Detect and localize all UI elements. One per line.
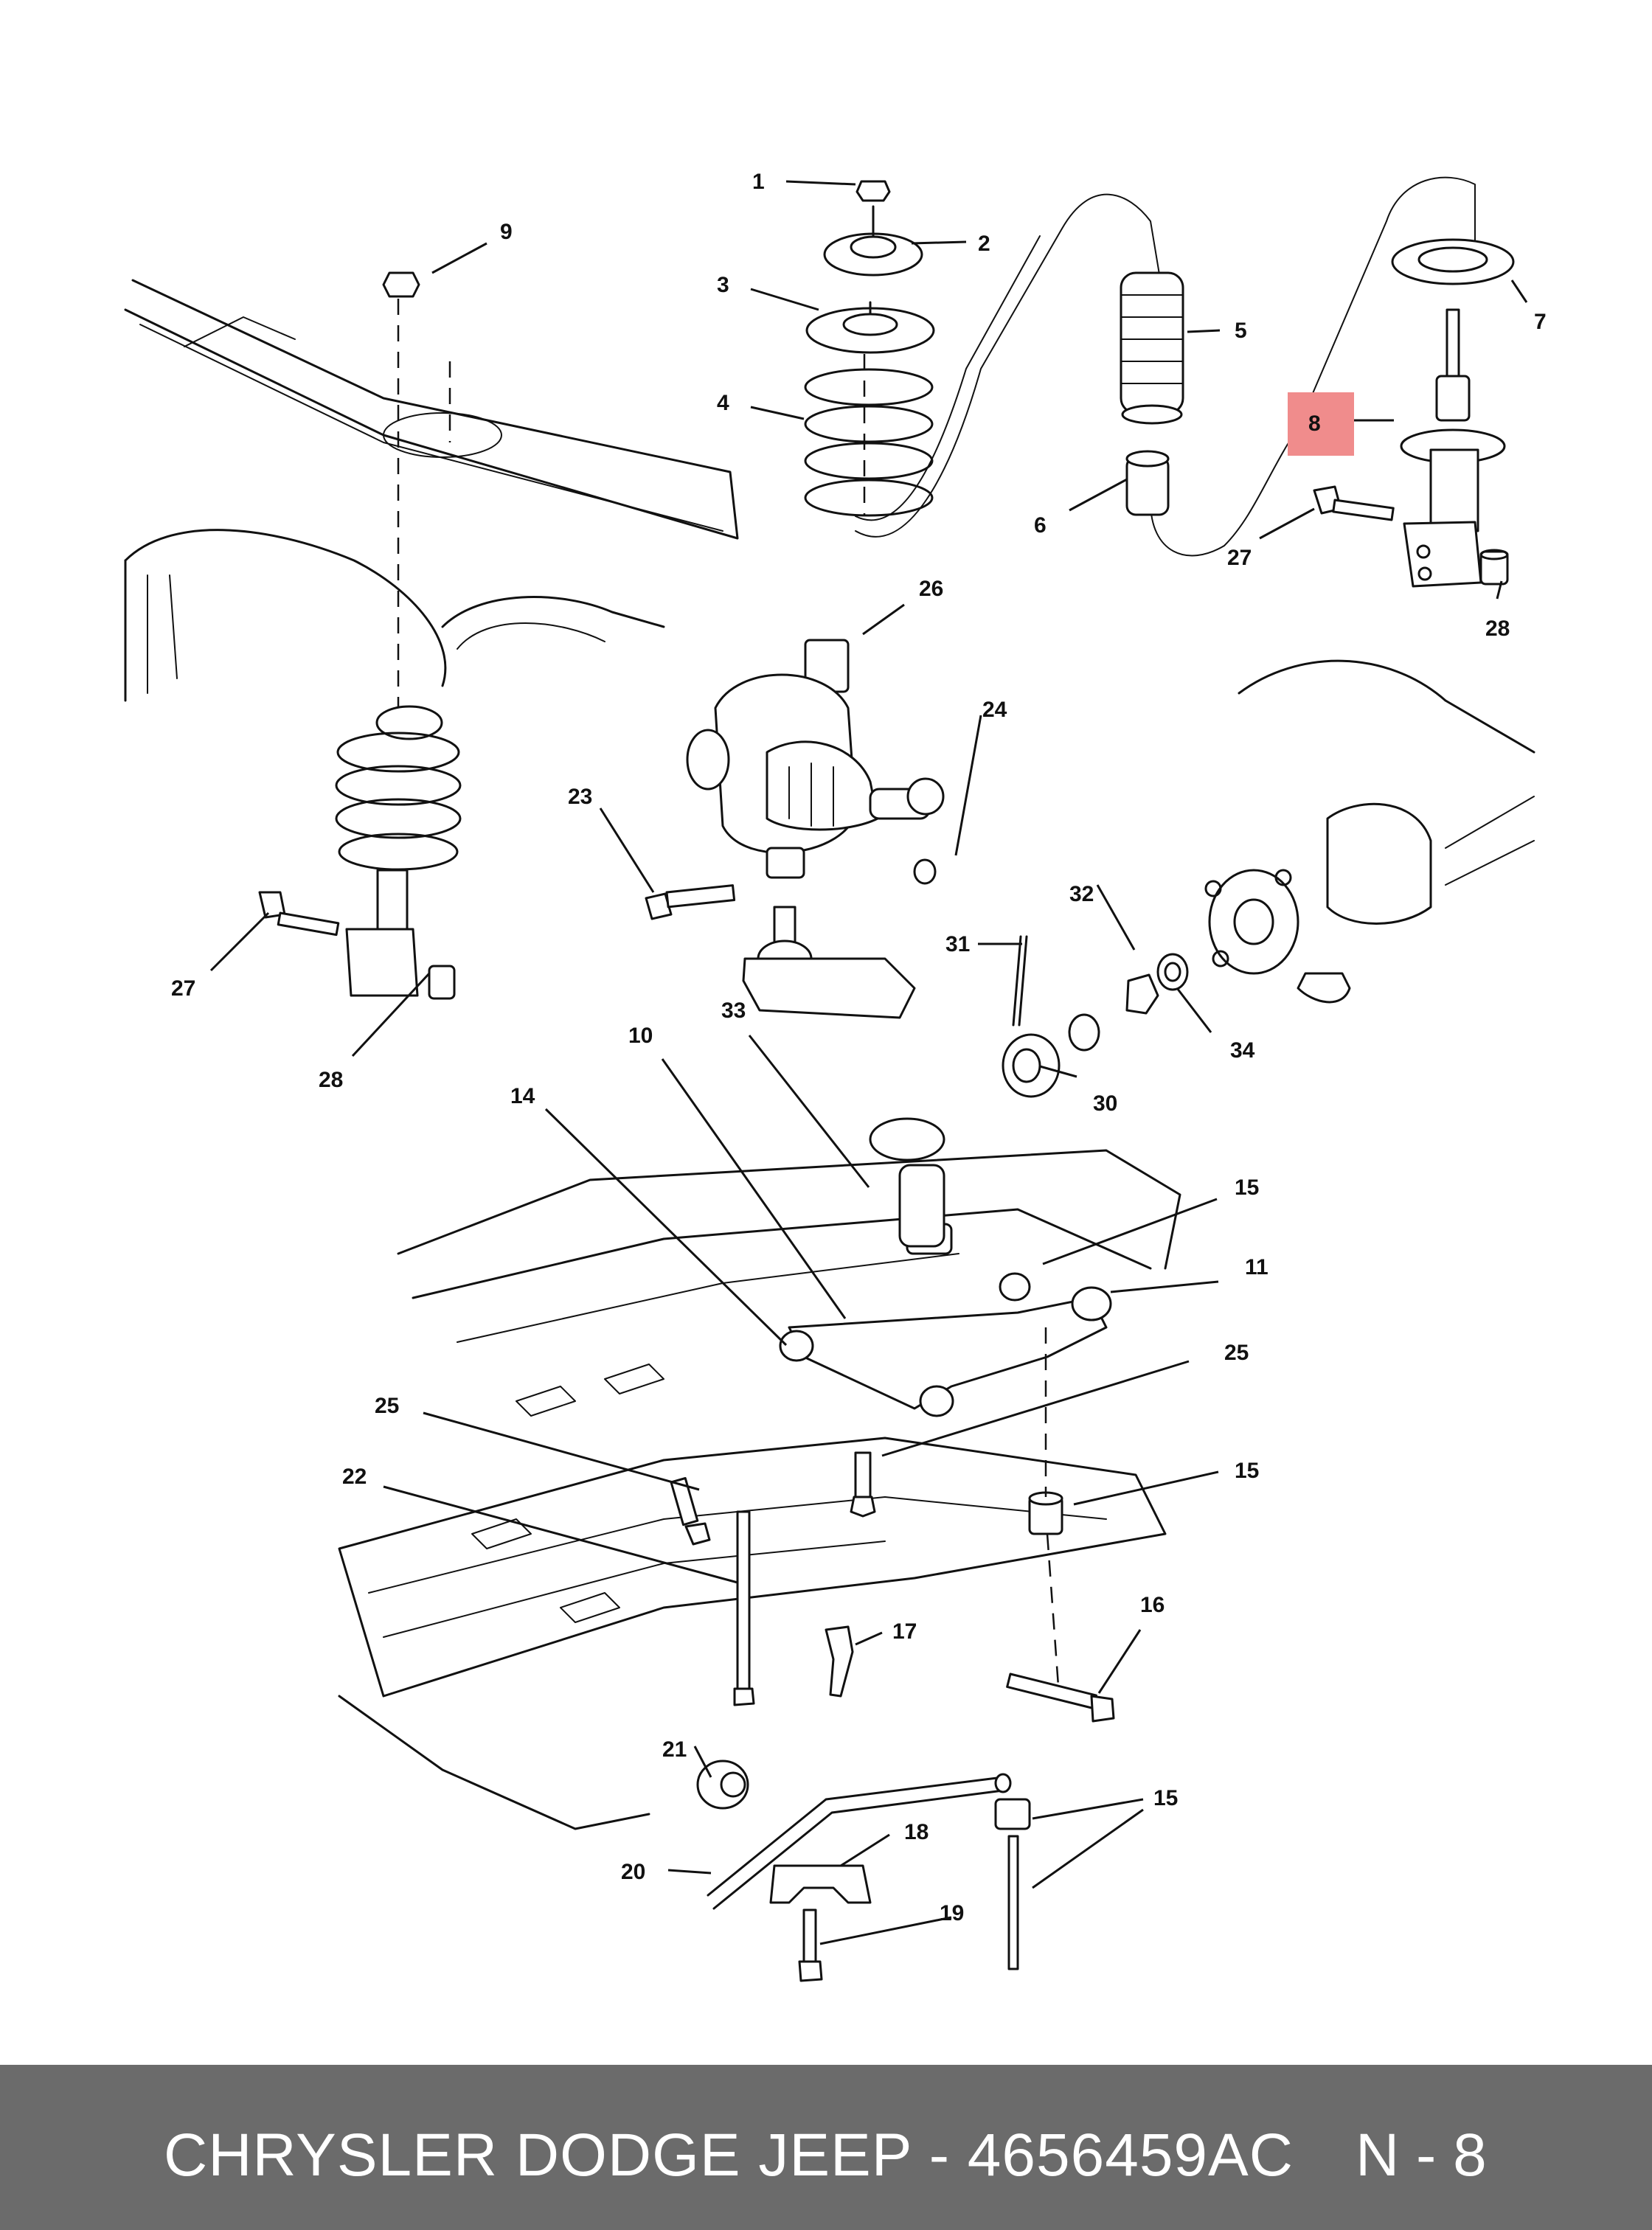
callout-28-a: 28 bbox=[1485, 616, 1510, 641]
suspension-exploded-diagram: 1 2 3 4 5 6 7 8 9 10 11 14 15 15 15 15 1… bbox=[124, 170, 1547, 1982]
callout-18: 18 bbox=[904, 1820, 929, 1844]
callout-25-b: 25 bbox=[375, 1394, 399, 1418]
callout-20: 20 bbox=[621, 1860, 645, 1884]
bushing-retainer-18 bbox=[769, 1864, 872, 1904]
callout-15-b: 15 bbox=[1235, 1459, 1259, 1483]
retainer-bolt-19 bbox=[798, 1908, 823, 1982]
callout-30: 30 bbox=[1093, 1091, 1117, 1116]
lower-control-arm bbox=[779, 1286, 1112, 1417]
callout-9: 9 bbox=[500, 220, 513, 244]
callout-19: 19 bbox=[940, 1901, 964, 1925]
part-title: CHRYSLER DODGE JEEP - 4656459AC bbox=[164, 2122, 1294, 2189]
callout-33: 33 bbox=[721, 998, 746, 1023]
callout-1: 1 bbox=[752, 170, 765, 194]
cradle-bolt-25b bbox=[670, 1476, 711, 1546]
ball-joint-33 bbox=[742, 906, 916, 1019]
nut-24 bbox=[913, 858, 937, 885]
axle-boot-right bbox=[1204, 659, 1535, 1004]
installed-strut bbox=[335, 705, 462, 1000]
isolator-15-mid bbox=[1028, 1327, 1063, 1697]
highlight-box bbox=[1288, 392, 1354, 456]
callout-labels: 1 2 3 4 5 6 7 8 9 10 11 14 15 15 15 15 1… bbox=[171, 170, 1547, 1925]
bushing-21 bbox=[696, 1760, 749, 1810]
fender-wheel-arch bbox=[124, 529, 665, 702]
callout-27-a: 27 bbox=[1227, 546, 1252, 570]
link-22-long-bolt bbox=[733, 1510, 755, 1706]
cable-outline bbox=[855, 176, 1476, 557]
callout-34: 34 bbox=[1230, 1038, 1255, 1063]
callout-3: 3 bbox=[717, 273, 729, 297]
jounce-bumper bbox=[1125, 450, 1170, 516]
strut-mount bbox=[823, 205, 923, 277]
callout-15-a: 15 bbox=[1235, 1175, 1259, 1200]
callout-32: 32 bbox=[1069, 882, 1094, 906]
callout-25-a: 25 bbox=[1224, 1341, 1249, 1365]
strut-assembly bbox=[1400, 308, 1506, 588]
callout-4: 4 bbox=[717, 391, 729, 415]
hub-washer-34 bbox=[1156, 953, 1189, 991]
isolator-15-lower bbox=[994, 1798, 1031, 1970]
upper-strut-nut-9 bbox=[382, 271, 451, 708]
callout-26: 26 bbox=[919, 577, 943, 601]
callout-31: 31 bbox=[945, 932, 970, 956]
stabilizer-link-17 bbox=[825, 1625, 854, 1698]
callout-27-b: 27 bbox=[171, 976, 195, 1001]
callout-14: 14 bbox=[510, 1084, 535, 1108]
cotter-pin-31 bbox=[1012, 935, 1028, 1027]
dust-boot bbox=[1120, 271, 1184, 425]
hub-nut-32 bbox=[1125, 973, 1159, 1015]
callout-7: 7 bbox=[1534, 310, 1547, 334]
lower-bushing-center bbox=[869, 1117, 1031, 1302]
footer-bar: CHRYSLER DODGE JEEP - 4656459AC N - 8 bbox=[0, 2065, 1652, 2230]
cradle-bolt-16 bbox=[1006, 1672, 1115, 1723]
page-number: N - 8 bbox=[1356, 2122, 1487, 2189]
callout-28-b: 28 bbox=[319, 1068, 343, 1092]
nut-lock-30 bbox=[1002, 1013, 1100, 1098]
spring-seat bbox=[805, 301, 935, 354]
callout-11: 11 bbox=[1245, 1255, 1268, 1279]
callout-24: 24 bbox=[982, 698, 1007, 722]
callout-8: 8 bbox=[1308, 411, 1321, 436]
callout-6: 6 bbox=[1034, 513, 1047, 538]
strut-top-nut bbox=[856, 180, 891, 202]
strut-nut-28-top bbox=[1479, 549, 1509, 586]
strut-bolt-27-top bbox=[1313, 485, 1395, 521]
callout-23: 23 bbox=[568, 785, 592, 809]
callout-leaders bbox=[209, 180, 1528, 1945]
cradle-bolt-25a bbox=[850, 1451, 876, 1518]
upper-spring-isolator bbox=[1391, 238, 1515, 285]
callout-16: 16 bbox=[1140, 1593, 1165, 1617]
callout-5: 5 bbox=[1235, 319, 1247, 343]
steering-knuckle bbox=[686, 639, 945, 879]
strut-bolt-27-left bbox=[258, 891, 340, 937]
callout-2: 2 bbox=[978, 232, 990, 256]
cowl-panel bbox=[124, 279, 739, 540]
knuckle-bolt-23 bbox=[645, 884, 736, 920]
callout-15-c: 15 bbox=[1153, 1786, 1178, 1810]
callout-21: 21 bbox=[662, 1737, 687, 1762]
callout-10: 10 bbox=[628, 1024, 653, 1048]
callout-22: 22 bbox=[342, 1465, 367, 1489]
callout-17: 17 bbox=[892, 1619, 917, 1644]
stabilizer-bar-20 bbox=[707, 1773, 1012, 1910]
lower-frame-body bbox=[338, 1149, 1181, 1830]
coil-spring bbox=[804, 354, 934, 517]
cable-outline-2 bbox=[855, 235, 1041, 521]
